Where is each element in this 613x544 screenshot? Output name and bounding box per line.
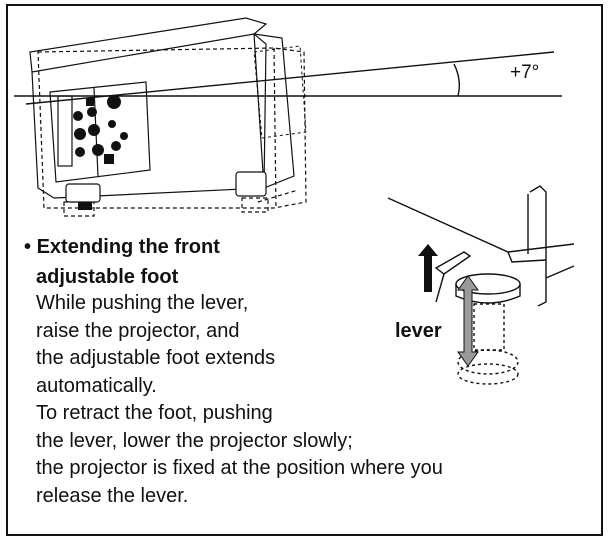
lever-label: lever bbox=[395, 320, 442, 342]
text-line: To retract the foot, pushing bbox=[36, 402, 273, 424]
instruction-text: While pushing the lever, raise the proje… bbox=[36, 290, 443, 510]
text-line: raise the projector, and bbox=[36, 319, 240, 342]
text-line: the adjustable foot extends bbox=[36, 347, 276, 369]
tilt-angle-label: +7° bbox=[510, 62, 540, 83]
lever-foot-illustration bbox=[387, 185, 575, 385]
text-line: automatically. bbox=[36, 374, 157, 397]
projector-tilt-illustration bbox=[14, 17, 562, 217]
heading-line-2: adjustable foot bbox=[36, 266, 179, 288]
section-heading: • Extending the front adjustable foot bbox=[24, 232, 220, 292]
text-line: the lever, lower the projector slowly; bbox=[36, 429, 353, 452]
text-line: release the lever. bbox=[36, 484, 189, 507]
bullet: • bbox=[24, 236, 32, 258]
heading-line-1: Extending the front bbox=[36, 236, 220, 258]
text-line: the projector is fixed at the position w… bbox=[36, 457, 443, 479]
text-line: While pushing the lever, bbox=[36, 292, 249, 314]
